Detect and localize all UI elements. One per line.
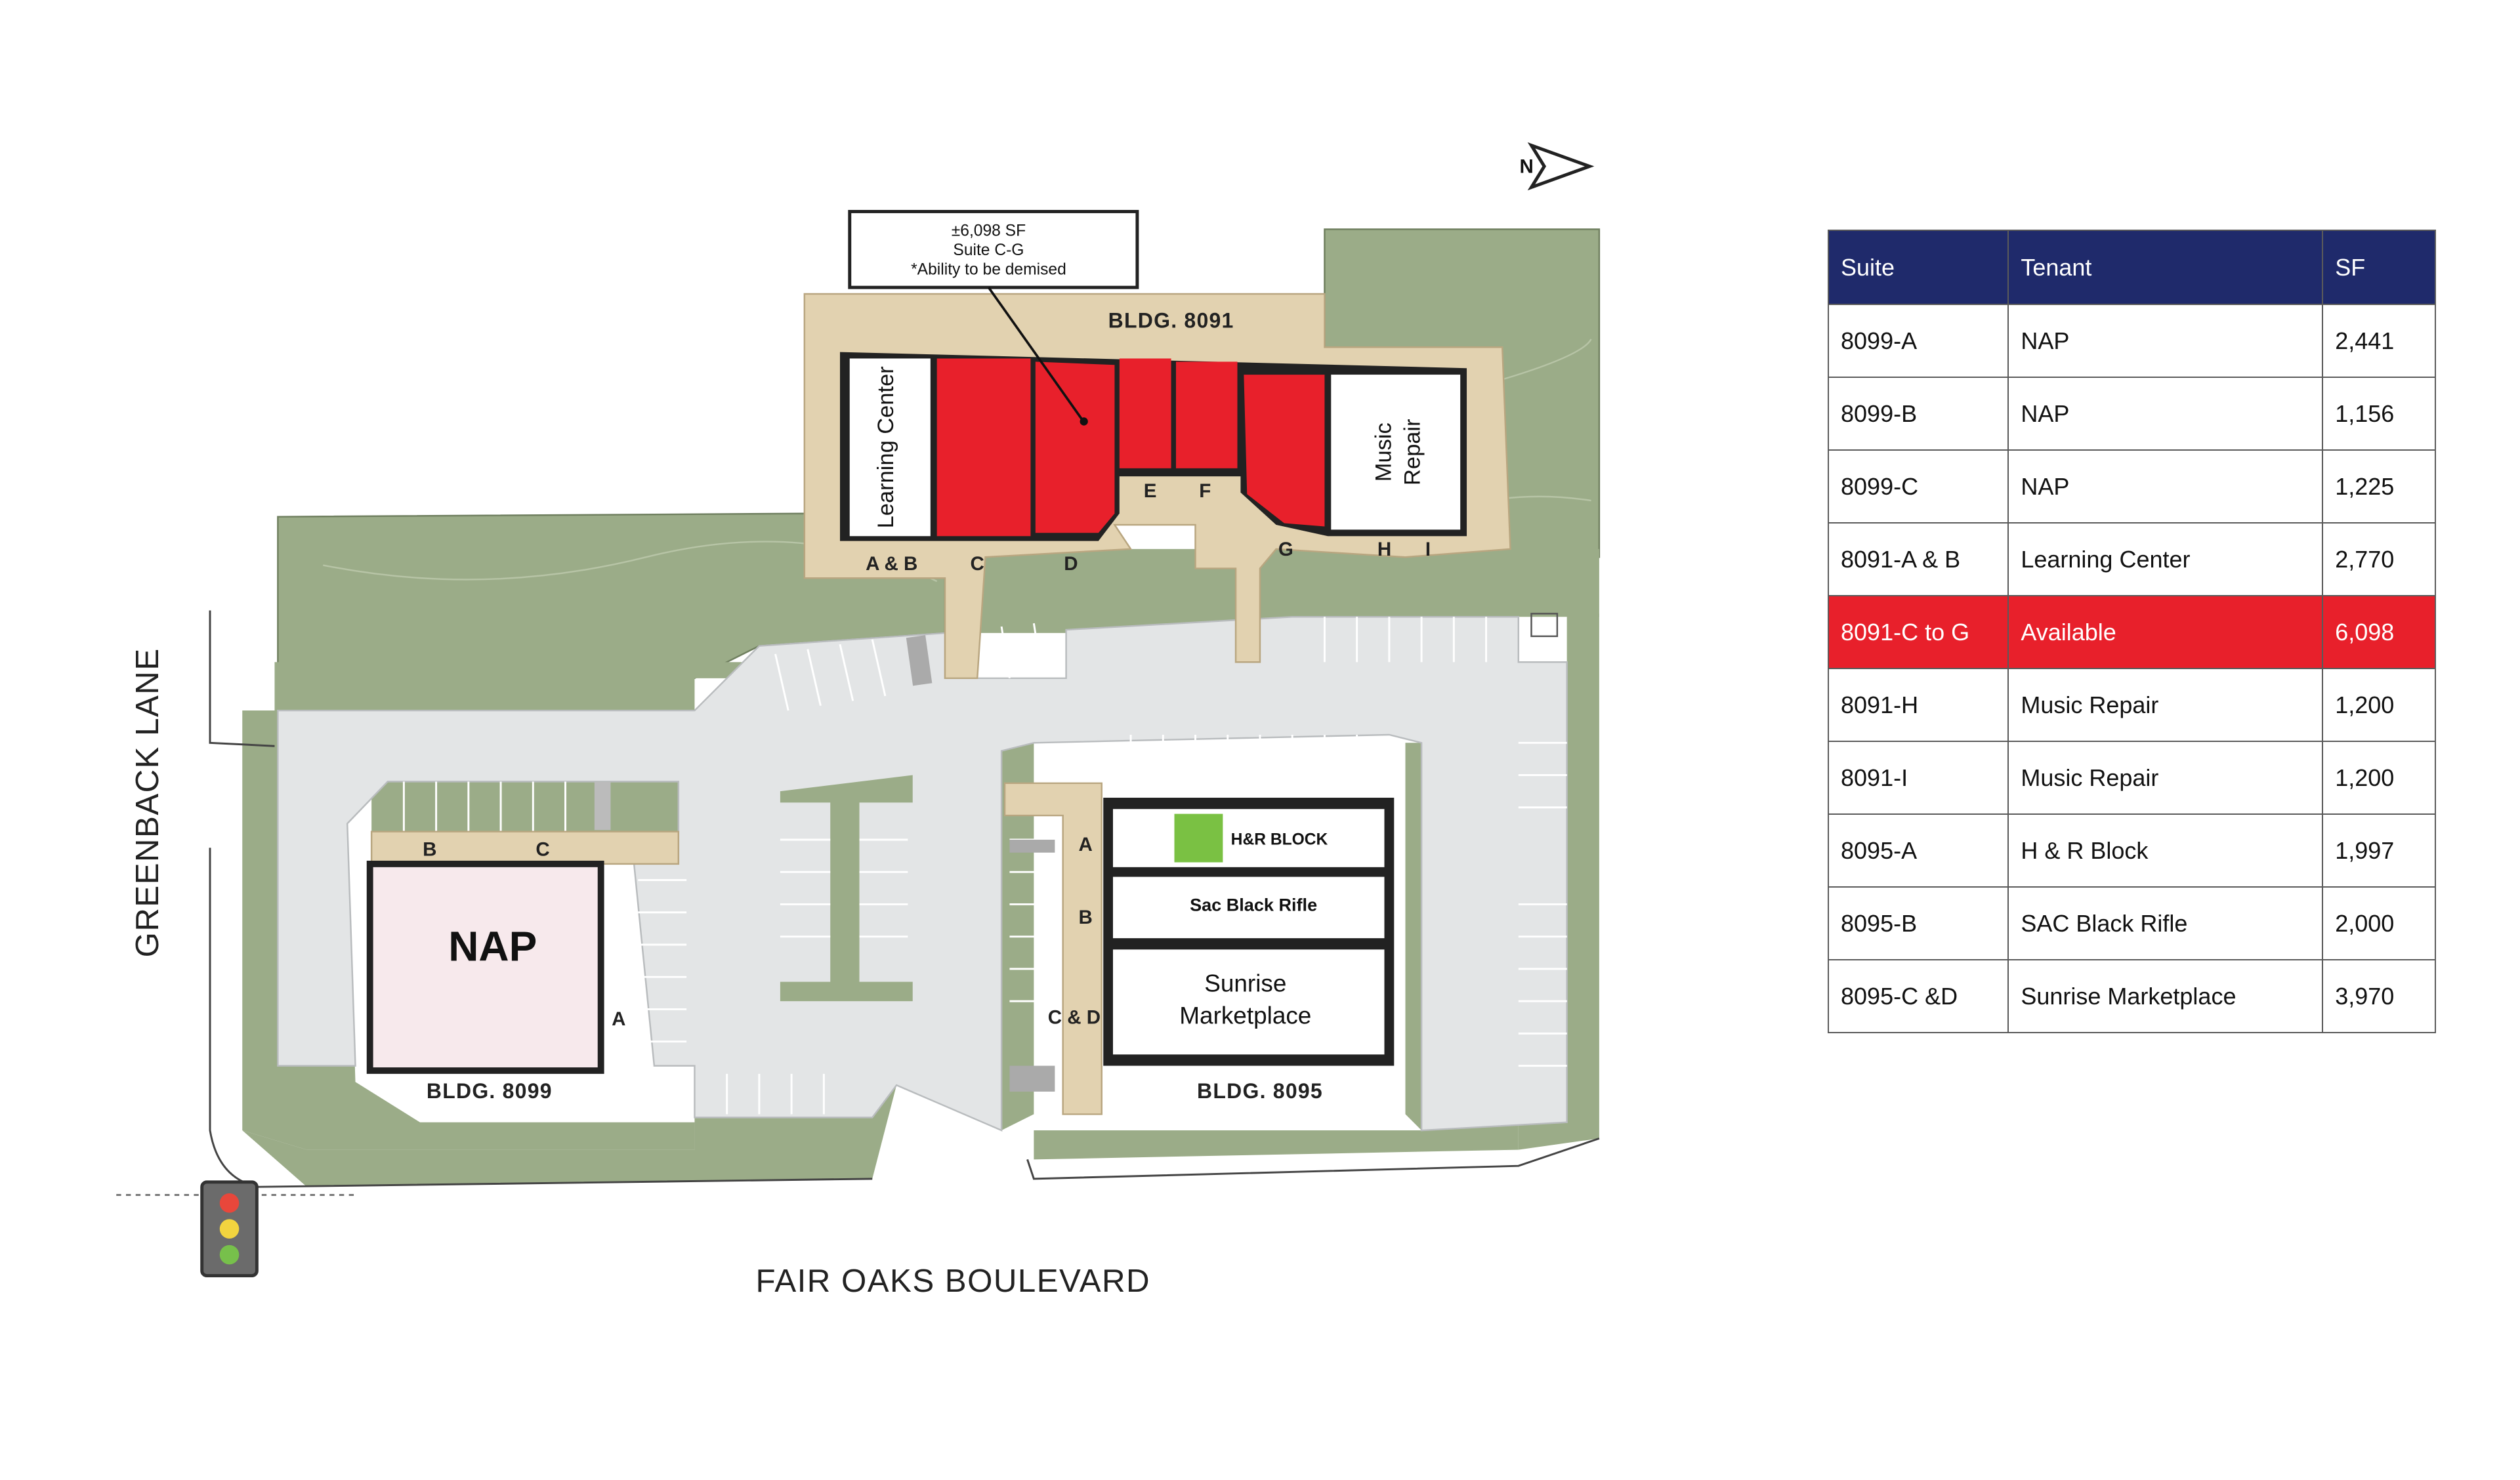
cell-sf: 2,441 [2322, 304, 2436, 378]
bldg-8099-label: BLDG. 8099 [427, 1079, 553, 1103]
sunrise-label-1: Sunrise [1204, 970, 1286, 997]
cell-suite: 8099-C [1827, 449, 2009, 524]
cell-sf: 6,098 [2322, 595, 2436, 669]
suite-d[interactable] [1035, 361, 1115, 533]
callout-note: *Ability to be demised [911, 260, 1066, 278]
cell-suite: 8095-B [1827, 886, 2009, 960]
cell-tenant: Music Repair [2007, 668, 2324, 742]
cell-sf: 1,225 [2322, 449, 2436, 524]
availability-callout: ±6,098 SF Suite C-G *Ability to be demis… [848, 209, 1139, 426]
cell-suite: 8091-A & B [1827, 522, 2009, 596]
suite-label-cd-8095: C & D [1048, 1007, 1101, 1029]
sunrise-label-2: Marketplace [1179, 1002, 1311, 1029]
building-8091: BLDG. 8091 Learning Center Music Repair … [839, 309, 1467, 575]
cell-suite: 8099-B [1827, 377, 2009, 451]
suite-e[interactable] [1119, 358, 1171, 468]
cell-sf: 1,200 [2322, 668, 2436, 742]
suite-learning-center[interactable] [849, 358, 931, 537]
building-8095: H&R BLOCK Sac Black Rifle Sunrise Market… [1048, 797, 1395, 1103]
suite-label-h: H [1377, 539, 1391, 560]
nap-building[interactable] [366, 860, 604, 1074]
cell-tenant: NAP [2007, 304, 2324, 378]
cell-sf: 1,200 [2322, 741, 2436, 815]
header-sf: SF [2322, 230, 2436, 305]
cell-suite: 8091-C to G [1827, 595, 2009, 669]
cell-tenant: Learning Center [2007, 522, 2324, 596]
cell-tenant: SAC Black Rifle [2007, 886, 2324, 960]
suite-sunrise-marketplace[interactable] [1112, 949, 1385, 1055]
suite-label-ab: A & B [866, 553, 917, 575]
suite-f[interactable] [1175, 361, 1238, 468]
suite-label-b-8095: B [1078, 907, 1092, 928]
suite-music-repair[interactable] [1331, 375, 1461, 530]
north-arrow-icon: N [1519, 142, 1595, 191]
cell-sf: 1,156 [2322, 377, 2436, 451]
north-label: N [1519, 155, 1533, 177]
cell-tenant: Sunrise Marketplace [2007, 959, 2324, 1033]
cell-sf: 1,997 [2322, 813, 2436, 888]
suite-label-c: C [971, 553, 984, 575]
music-repair-label-1: Music [1371, 422, 1396, 482]
hr-block-label: H&R BLOCK [1231, 831, 1328, 848]
learning-center-label: Learning Center [873, 366, 898, 528]
suite-label-g: G [1278, 539, 1293, 560]
callout-sf: ±6,098 SF [952, 222, 1026, 239]
cell-sf: 2,000 [2322, 886, 2436, 960]
parking-lot [277, 613, 1568, 1132]
suite-g[interactable] [1244, 375, 1325, 527]
suite-label-e: E [1144, 480, 1157, 502]
cell-tenant: H & R Block [2007, 813, 2324, 888]
suite-label-a-8095: A [1078, 834, 1092, 855]
hr-block-logo [1174, 813, 1223, 863]
building-8099: NAP BLDG. 8099 B C A [366, 839, 625, 1103]
cell-tenant: Music Repair [2007, 741, 2324, 815]
suite-label-c-8099: C [536, 839, 549, 861]
cell-tenant: NAP [2007, 377, 2324, 451]
suite-sac-black-rifle[interactable] [1112, 876, 1385, 939]
bldg-8091-label: BLDG. 8091 [1108, 309, 1234, 333]
cell-tenant: Available [2007, 595, 2324, 669]
cell-suite: 8099-A [1827, 304, 2009, 378]
cell-sf: 2,770 [2322, 522, 2436, 596]
cell-suite: 8091-I [1827, 741, 2009, 815]
fair-oaks-boulevard-label: FAIR OAKS BOULEVARD [756, 1263, 1151, 1299]
bldg-8095-label: BLDG. 8095 [1197, 1079, 1323, 1103]
header-suite: Suite [1827, 230, 2009, 305]
suite-label-i: I [1425, 539, 1431, 560]
cell-sf: 3,970 [2322, 959, 2436, 1033]
cell-suite: 8095-A [1827, 813, 2009, 888]
suite-label-d: D [1064, 553, 1078, 575]
suite-label-a-8099: A [612, 1008, 625, 1030]
cell-tenant: NAP [2007, 449, 2324, 524]
table-header-row: Suite Tenant SF [1827, 230, 2436, 305]
callout-suite: Suite C-G [953, 241, 1024, 259]
suite-hr-block[interactable] [1112, 809, 1385, 867]
suite-label-b-8099: B [423, 839, 436, 861]
music-repair-label-2: Repair [1400, 419, 1425, 485]
nap-label: NAP [448, 923, 537, 970]
header-tenant: Tenant [2007, 230, 2324, 305]
sac-black-rifle-label: Sac Black Rifle [1190, 894, 1317, 915]
cell-suite: 8095-C &D [1827, 959, 2009, 1033]
cell-suite: 8091-H [1827, 668, 2009, 742]
greenback-lane-label: GREENBACK LANE [129, 648, 165, 957]
suite-label-f: F [1199, 480, 1211, 502]
traffic-light-icon [200, 1180, 259, 1278]
suite-c[interactable] [936, 358, 1031, 537]
